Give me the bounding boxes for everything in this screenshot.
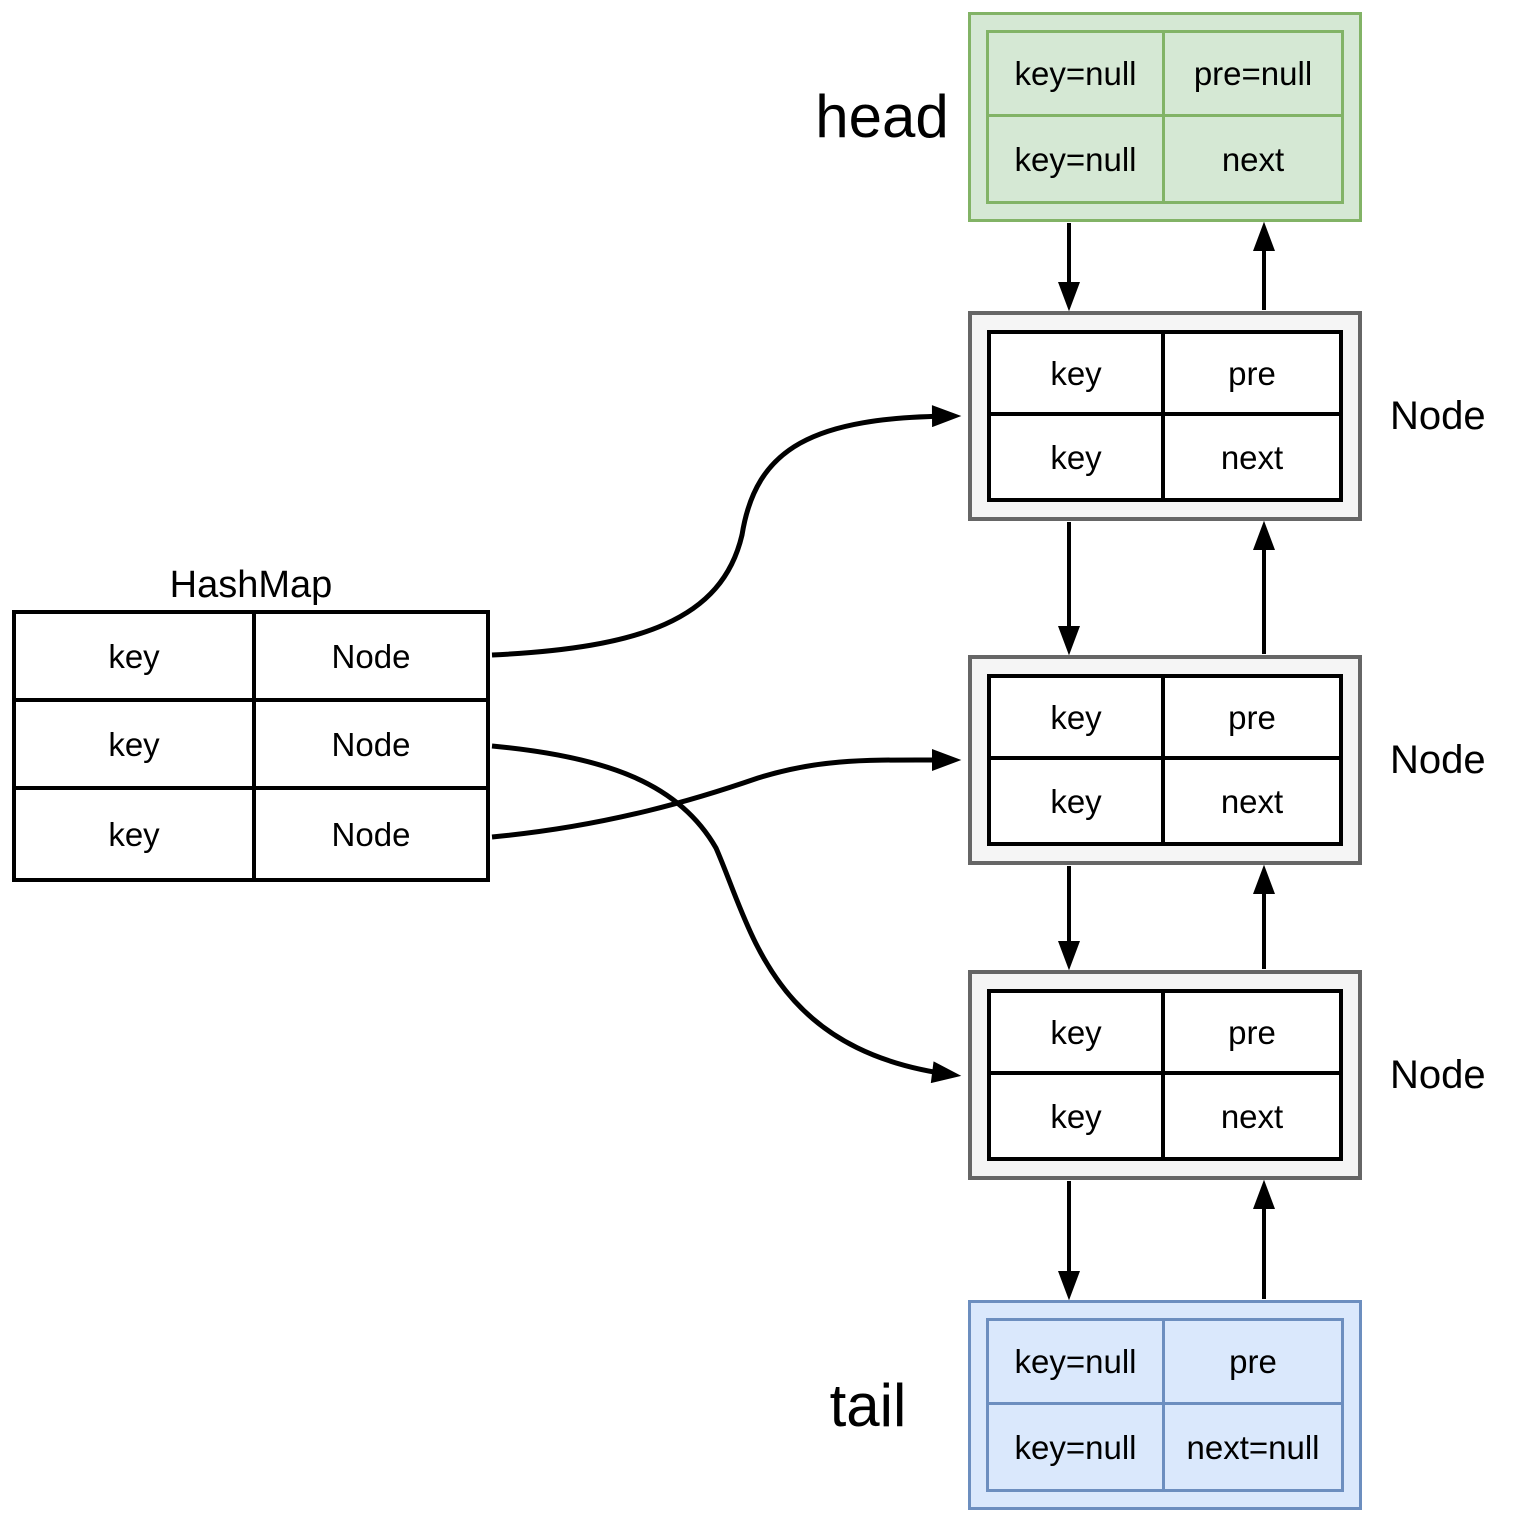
head-label: head [815,83,949,150]
node1-label: Node [1390,394,1486,438]
arrow-hashmap-row2-to-node3 [491,743,962,1084]
hashmap-row: key Node [16,614,486,702]
node3-cell-key: key [991,993,1165,1075]
node2-cell-key: key [991,678,1165,760]
tail-cell-next: next=null [1165,1405,1341,1489]
node3-record-table: key pre key next [987,989,1343,1161]
arrow-hashmap-row1-to-node1 [491,405,962,658]
hashmap-row1-key: key [16,614,256,698]
node2-cell-next: next [1165,760,1339,842]
tail-label: tail [829,1372,907,1439]
node3-cell-key2: key [991,1075,1165,1157]
tail-box: key=null pre key=null next=null [968,1300,1362,1510]
node1-record-table: key pre key next [987,330,1343,502]
node2-cell-key2: key [991,760,1165,842]
head-cell-pre: pre=null [1165,33,1341,117]
tail-cell-key2: key=null [989,1405,1165,1489]
node2-cell-pre: pre [1165,678,1339,760]
tail-record-table: key=null pre key=null next=null [986,1318,1344,1492]
hashmap-row2-node: Node [331,725,411,763]
hashmap-title: HashMap [169,564,333,606]
node2-label: Node [1390,738,1486,782]
hashmap-row1-node: Node [331,637,411,675]
hashmap-row3-key: key [16,790,256,878]
node2-record-table: key pre key next [987,674,1343,846]
node3-label: Node [1390,1053,1486,1097]
head-cell-key: key=null [989,33,1165,117]
node1-cell-pre: pre [1165,334,1339,416]
head-cell-key2: key=null [989,117,1165,201]
head-record-table: key=null pre=null key=null next [986,30,1344,204]
node1-cell-next: next [1165,416,1339,498]
node3-cell-next: next [1165,1075,1339,1157]
node3-box: key pre key next [968,970,1362,1180]
head-cell-next: next [1165,117,1341,201]
head-box: key=null pre=null key=null next [968,12,1362,222]
node3-cell-pre: pre [1165,993,1339,1075]
node2-box: key pre key next [968,655,1362,865]
node1-box: key pre key next [968,311,1362,521]
arrow-hashmap-row3-to-node2 [491,748,962,840]
hashmap-table: key Node key Node key Node [12,610,490,882]
tail-cell-pre: pre [1165,1321,1341,1405]
node1-cell-key: key [991,334,1165,416]
tail-cell-key: key=null [989,1321,1165,1405]
hashmap-row: key Node [16,702,486,790]
node1-cell-key2: key [991,416,1165,498]
hashmap-row3-node: Node [331,815,411,853]
hashmap-row2-key: key [16,702,256,786]
hashmap-row: key Node [16,790,486,878]
